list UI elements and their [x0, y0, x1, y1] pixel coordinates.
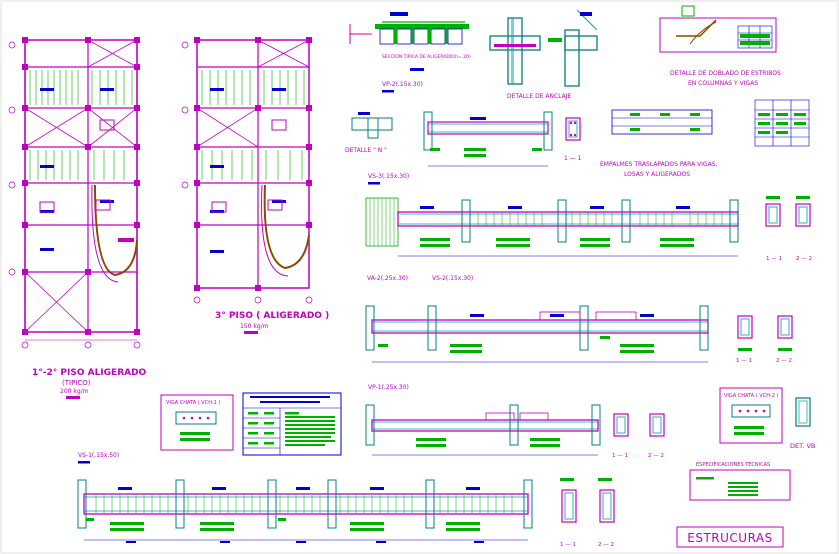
vp1-sections — [613, 413, 665, 437]
vp1-beam-label: VP-1(.25x.30) — [368, 384, 409, 391]
aligerado-section-title: SECCION TIPICA DE ALIGERADO(h=.20) — [382, 54, 471, 60]
det-vb-title: DET. VB — [790, 442, 815, 450]
floor-plan-left — [8, 37, 141, 349]
vs1-cut-2: 2 — 2 — [598, 542, 614, 548]
vs3-scale-bar — [368, 182, 380, 185]
viga-chata-1-title: VIGA CHATA ( VCH-1 ) — [166, 400, 221, 406]
vs3-sections — [765, 196, 811, 227]
vs3-beam-label: VS-3(.15x.30) — [368, 173, 409, 180]
empalmes-title-2: LOSAS Y ALIGERADOS — [624, 171, 690, 178]
vp2-cut-label: 1 — 1 — [564, 155, 582, 162]
viga-chata-2-title: VIGA CHATA ( VCH-2 ) — [724, 393, 779, 399]
anclaje-title: DETALLE DE ANCLAJE — [507, 93, 572, 100]
doblado-title-2: EN COLUMNAS Y VIGAS — [688, 80, 758, 87]
vs2-beam-label: VS-2(.15x.30) — [432, 275, 473, 282]
doblado-title-1: DETALLE DE DOBLADO DE ESTRIBOS — [670, 70, 781, 77]
empalmes-title-1: EMPALMES TRASLAPADOS PARA VIGAS, — [600, 161, 718, 168]
plan-left-scale-bar — [66, 396, 80, 399]
empalmes-detail — [611, 99, 810, 147]
plan-right-load: 150 kg/m — [240, 323, 269, 330]
title-stamp-text: ESTRUCURAS — [687, 531, 773, 545]
vs1-sections — [560, 478, 615, 523]
vp2-scale-bar — [382, 90, 394, 93]
det-vb-detail — [795, 397, 811, 427]
va2-beam-label: VA-2(.25x.30) — [367, 275, 408, 282]
detalle-n — [351, 112, 393, 139]
anclaje-detail — [489, 9, 598, 87]
vs1-scale-bar — [78, 461, 90, 464]
vp1-cut-1: 1 — 1 — [612, 453, 628, 459]
va2-cut-1: 1 — 1 — [736, 358, 752, 364]
floor-plan-right — [181, 37, 313, 304]
plan-right-title: 3° PISO ( ALIGERADO ) — [215, 311, 329, 321]
empalmes-table — [242, 392, 342, 456]
vs3-beam-elevation — [365, 197, 739, 257]
vs1-beam-label: VS-1(.15x.50) — [78, 452, 119, 459]
especificaciones-box — [689, 469, 791, 501]
vs1-beam-elevation — [77, 479, 533, 543]
plan-left-subtitle: (TIPICO) — [62, 379, 91, 387]
vp2-beam-elevation — [423, 111, 553, 167]
vp1-beam-elevation — [365, 404, 601, 456]
title-stamp-box — [676, 526, 784, 548]
va2-beam-elevation — [365, 305, 709, 363]
plan-right-scale-bar — [244, 331, 258, 334]
vp2-section — [565, 117, 581, 141]
viga-chata-1-box — [160, 394, 234, 451]
plan-left-load: 200 kg/m — [60, 388, 89, 395]
plan-left-title: 1°-2° PISO ALIGERADO — [32, 368, 147, 378]
especificaciones-title: ESPECIFICACIONES TECNICAS — [696, 462, 770, 468]
aligerado-section-detail — [349, 12, 469, 45]
va2-sections — [737, 315, 793, 351]
va2-cut-2: 2 — 2 — [776, 358, 792, 364]
viga-chata-2-box — [719, 387, 783, 444]
doblado-estribos-detail — [659, 5, 777, 53]
detalle-n-title: DETALLE " N " — [345, 147, 387, 154]
vs1-cut-1: 1 — 1 — [560, 542, 576, 548]
vs3-cut-2: 2 — 2 — [796, 256, 812, 262]
vs3-cut-1: 1 — 1 — [766, 256, 782, 262]
vp1-cut-2: 2 — 2 — [648, 453, 664, 459]
vp2-beam-label: VP-2(.15x.30) — [382, 81, 423, 88]
aligerado-scale-bar — [410, 68, 424, 71]
